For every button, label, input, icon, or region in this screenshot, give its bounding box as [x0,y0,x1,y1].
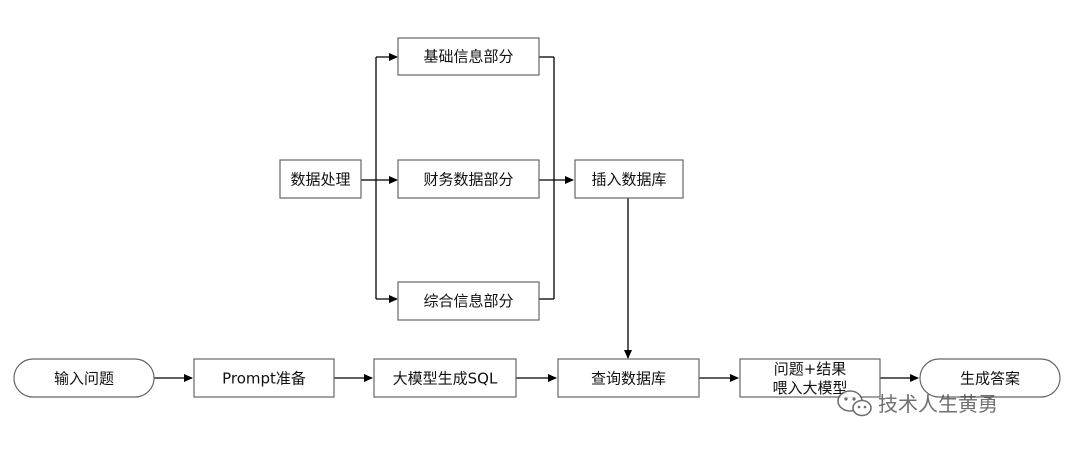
node-llm-sql: 大模型生成SQL [373,358,517,398]
node-insert-db: 插入数据库 [574,159,684,199]
node-query-db: 查询数据库 [557,358,700,398]
node-insert-db-label: 插入数据库 [591,171,666,189]
node-financial-data-label: 财务数据部分 [423,171,513,189]
node-generate-answer: 生成答案 [919,358,1061,398]
node-prompt-prep: Prompt准备 [193,358,335,398]
watermark-text: 技术人生黄勇 [878,392,998,416]
watermark: 技术人生黄勇 [837,390,998,417]
node-query-db-label: 查询数据库 [591,370,666,388]
wechat-icon [837,390,872,417]
node-feed-llm-label-line1: 问题+结果 [774,360,847,378]
node-input-question-label: 输入问题 [54,370,114,388]
node-feed-llm: 问题+结果 喂入大模型 [739,358,881,398]
node-basic-info-label: 基础信息部分 [423,48,513,66]
node-comprehensive-info: 综合信息部分 [397,281,540,321]
node-basic-info: 基础信息部分 [397,37,540,76]
node-input-question: 输入问题 [13,358,155,398]
node-data-processing-label: 数据处理 [290,171,350,189]
node-data-processing: 数据处理 [279,159,362,199]
node-llm-sql-label: 大模型生成SQL [393,370,498,388]
node-comprehensive-info-label: 综合信息部分 [423,292,513,310]
node-feed-llm-label-line2: 喂入大模型 [772,379,847,397]
node-generate-answer-label: 生成答案 [960,370,1020,388]
node-prompt-prep-label: Prompt准备 [222,370,306,388]
node-financial-data: 财务数据部分 [397,159,540,199]
